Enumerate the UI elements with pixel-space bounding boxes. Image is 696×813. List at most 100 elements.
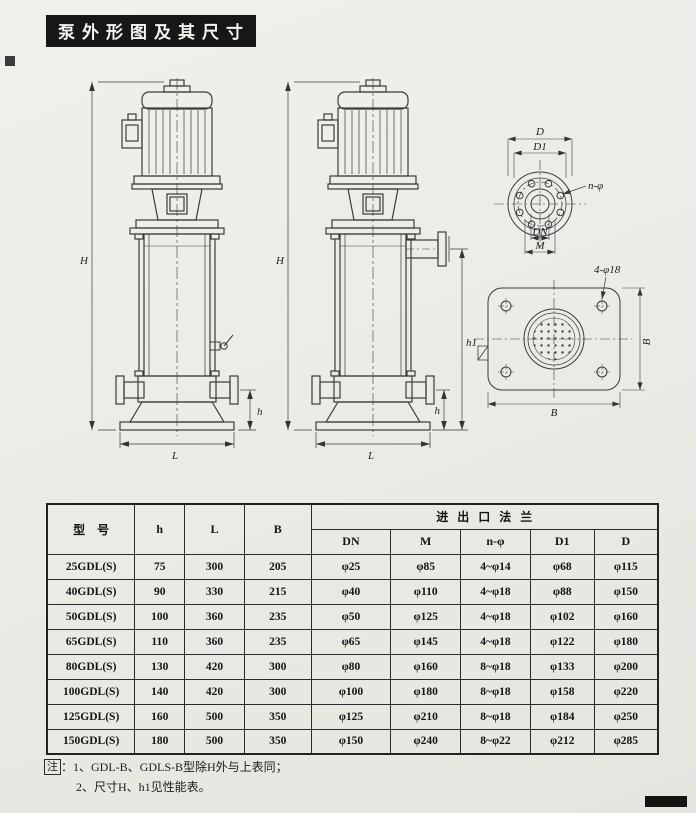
dim-label-B-right: B — [641, 338, 653, 345]
flange-plate — [474, 280, 632, 398]
cell-model: 25GDL(S) — [46, 553, 136, 580]
cell-M: φ85 — [390, 553, 462, 580]
cell-DN: φ25 — [310, 553, 392, 580]
cell-L: 300 — [184, 553, 245, 580]
col-header-L: L — [184, 503, 245, 555]
cell-D: φ220 — [593, 678, 659, 705]
cell-n-phi: 8~φ22 — [460, 728, 531, 755]
dimension-H: H — [275, 81, 360, 431]
col-header-DN: DN — [310, 528, 392, 555]
cell-h: 160 — [134, 703, 186, 730]
table-row: 80GDL(S) 130 420 300 φ80 φ160 8~φ18 φ133… — [46, 653, 659, 680]
cell-DN: φ100 — [310, 678, 392, 705]
cell-model: 125GDL(S) — [46, 703, 136, 730]
cell-L: 360 — [184, 603, 245, 630]
note-line-1: 注 ： 1、GDL-B、GDLS-B型除H外与上表同； — [44, 758, 288, 775]
dim-label-D1: D1 — [532, 141, 546, 153]
cell-B: 235 — [243, 628, 312, 655]
dim-label-4-phi18: 4-φ18 — [594, 264, 621, 276]
cell-B: 300 — [243, 653, 312, 680]
scan-mark-icon — [5, 56, 15, 66]
dimension-h: h — [435, 389, 450, 430]
note-line-2: 2、尺寸H、h1见性能表。 — [44, 778, 288, 795]
cell-n-phi: 4~φ18 — [460, 603, 531, 630]
cell-model: 50GDL(S) — [46, 603, 136, 630]
note-text-1: 1、GDL-B、GDLS-B型除H外与上表同； — [73, 760, 288, 774]
dim-label-n-phi: n-φ — [588, 180, 603, 192]
cell-B: 350 — [243, 703, 312, 730]
flange-detail-round: D D1 DN M n-φ — [494, 126, 603, 255]
discharge-flange — [405, 231, 450, 267]
cell-D1: φ133 — [529, 653, 595, 680]
cell-n-phi: 4~φ18 — [460, 628, 531, 655]
cell-L: 420 — [184, 678, 245, 705]
cell-DN: φ40 — [310, 578, 392, 605]
table-row: 25GDL(S) 75 300 205 φ25 φ85 4~φ14 φ68 φ1… — [46, 553, 659, 580]
cell-h: 90 — [134, 578, 186, 605]
scan-mark-bottom — [645, 796, 687, 807]
table-header-row-2: DN M n-φ D1 D — [47, 528, 659, 555]
cell-B: 350 — [243, 728, 312, 755]
cell-M: φ160 — [390, 653, 462, 680]
cell-L: 500 — [184, 728, 245, 755]
dim-label-B-bottom: B — [551, 407, 558, 418]
note-text-2: 2、尺寸H、h1见性能表。 — [76, 780, 211, 794]
cell-DN: φ150 — [310, 728, 392, 755]
cell-L: 330 — [184, 578, 245, 605]
dimension-D: D — [507, 126, 573, 176]
cell-h: 130 — [134, 653, 186, 680]
cell-D: φ285 — [593, 728, 659, 755]
table-row: 125GDL(S) 160 500 350 φ125 φ210 8~φ18 φ1… — [46, 703, 659, 730]
col-header-M: M — [390, 528, 462, 555]
cell-h: 75 — [134, 553, 186, 580]
cell-model: 150GDL(S) — [46, 728, 136, 755]
cell-D: φ250 — [593, 703, 659, 730]
cell-D: φ200 — [593, 653, 659, 680]
dim-label-h: h — [257, 406, 263, 418]
cell-D1: φ68 — [529, 553, 595, 580]
cell-D: φ115 — [593, 553, 659, 580]
cell-model: 80GDL(S) — [46, 653, 136, 680]
notes: 注 ： 1、GDL-B、GDLS-B型除H外与上表同； 2、尺寸H、h1见性能表… — [44, 758, 288, 798]
page-title: 泵外形图及其尺寸 — [46, 15, 256, 47]
pump-outline-drawing-middle: H h1 h L — [275, 78, 477, 462]
col-header-h: h — [134, 503, 186, 555]
col-header-model: 型号 — [46, 503, 136, 555]
cell-M: φ145 — [390, 628, 462, 655]
cell-M: φ210 — [390, 703, 462, 730]
table-header-row-1: 型号 h L B 进出口法兰 — [46, 503, 659, 555]
cell-h: 180 — [134, 728, 186, 755]
dimension-L: L — [315, 432, 431, 462]
table-row: 65GDL(S) 110 360 235 φ65 φ145 4~φ18 φ122… — [46, 628, 659, 655]
cell-model: 100GDL(S) — [46, 678, 136, 705]
dim-label-h: h — [435, 405, 441, 417]
col-header-B: B — [243, 503, 312, 555]
cell-M: φ125 — [390, 603, 462, 630]
dimension-B-bottom: B — [487, 392, 621, 418]
table-row: 40GDL(S) 90 330 215 φ40 φ110 4~φ18 φ88 φ… — [46, 578, 659, 605]
cell-n-phi: 4~φ18 — [460, 578, 531, 605]
table-row: 100GDL(S) 140 420 300 φ100 φ180 8~φ18 φ1… — [46, 678, 659, 705]
cell-D1: φ184 — [529, 703, 595, 730]
col-header-D1: D1 — [529, 528, 595, 555]
flange-detail-square: 4-φ18 B B — [474, 264, 653, 418]
pump-body — [115, 78, 239, 437]
col-header-D: D — [593, 528, 659, 555]
dimension-H: H — [79, 81, 164, 431]
cell-model: 40GDL(S) — [46, 578, 136, 605]
cell-model: 65GDL(S) — [46, 628, 136, 655]
drain-valve — [209, 334, 234, 351]
bolt-count-callout: n-φ — [562, 180, 603, 195]
cell-B: 300 — [243, 678, 312, 705]
dim-label-h1: h1 — [466, 337, 477, 349]
pump-outline-drawing-left: H h L — [79, 78, 263, 462]
table-row: 150GDL(S) 180 500 350 φ150 φ240 8~φ22 φ2… — [46, 728, 659, 755]
cell-h: 100 — [134, 603, 186, 630]
dimension-table: 型号 h L B 进出口法兰 DN M n-φ D1 D 25GDL(S) 75… — [46, 503, 659, 755]
dim-label-DN: DN — [531, 226, 548, 238]
cell-D: φ160 — [593, 603, 659, 630]
dimension-h1: h1 — [432, 248, 477, 431]
cell-n-phi: 8~φ18 — [460, 678, 531, 705]
cell-n-phi: 8~φ18 — [460, 703, 531, 730]
